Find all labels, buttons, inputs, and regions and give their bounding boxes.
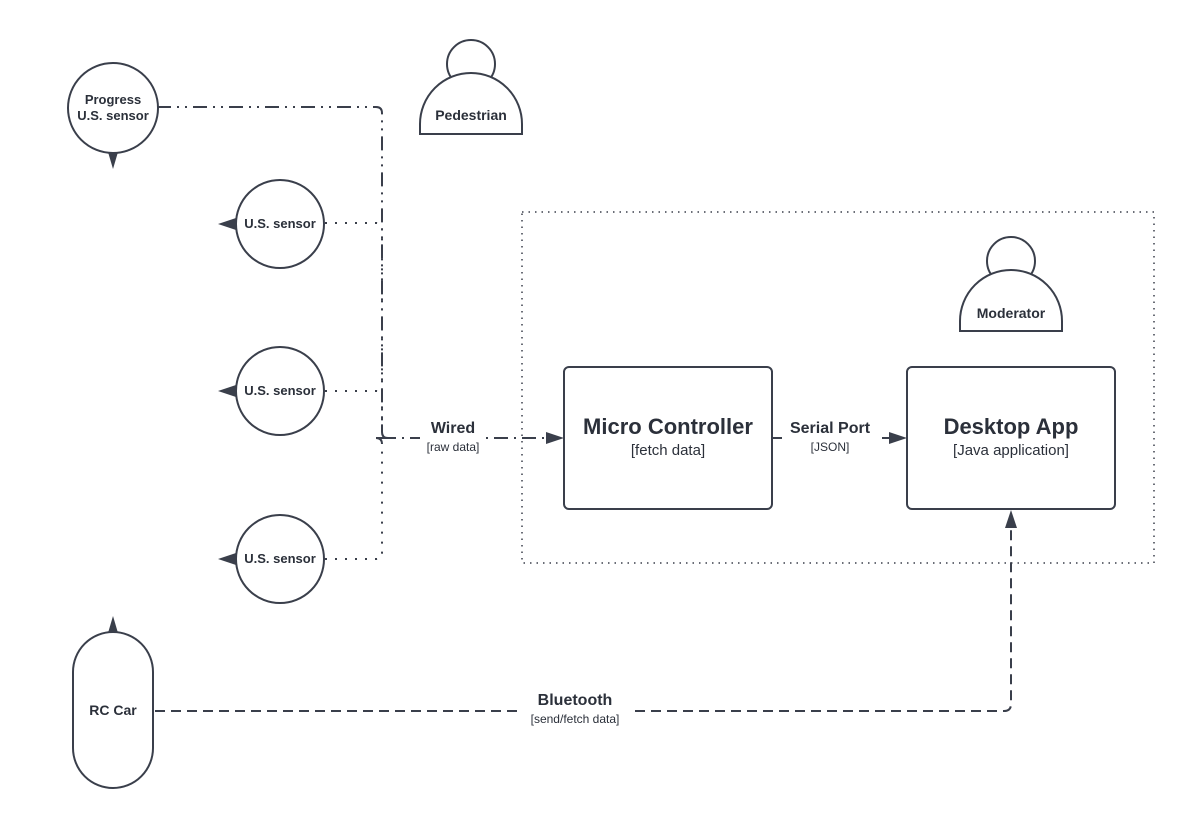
moderator-actor[interactable]: Moderator: [959, 236, 1063, 332]
pedestrian-label: Pedestrian: [435, 107, 507, 123]
bus-sensor-3: [325, 444, 383, 560]
sensor-node-1[interactable]: U.S. sensor: [218, 179, 325, 269]
sensor-2-label: U.S. sensor: [244, 383, 316, 398]
micro-controller-subtitle: [fetch data]: [631, 442, 705, 459]
wired-label: Wired: [431, 420, 475, 437]
serial-sublabel: [JSON]: [811, 440, 850, 454]
bluetooth-sublabel: [send/fetch data]: [531, 712, 620, 726]
bus-sensor-1: [325, 222, 383, 432]
sensor-3-label: U.S. sensor: [244, 551, 316, 566]
rc-car-node[interactable]: RC Car: [72, 616, 154, 789]
serial-edge-label: Serial Port [JSON]: [782, 416, 878, 456]
bluetooth-label: Bluetooth: [538, 692, 613, 709]
serial-arrowhead: [889, 432, 907, 444]
micro-controller-title: Micro Controller: [583, 414, 753, 439]
sensor-node-3[interactable]: U.S. sensor: [218, 514, 325, 604]
progress-sensor-label-2: U.S. sensor: [77, 108, 149, 123]
wired-arrowhead: [546, 432, 564, 444]
bus-progress: [157, 106, 383, 432]
bluetooth-edge-label: Bluetooth [send/fetch data]: [520, 688, 630, 728]
bluetooth-connector: [155, 528, 1012, 712]
progress-sensor-label-1: Progress: [85, 92, 141, 107]
pedestrian-actor[interactable]: Pedestrian: [419, 39, 523, 135]
sensor-1-label: U.S. sensor: [244, 216, 316, 231]
desktop-app-title: Desktop App: [944, 414, 1079, 439]
serial-label: Serial Port: [790, 420, 871, 437]
moderator-label: Moderator: [977, 305, 1046, 321]
system-boundary: [521, 211, 1155, 564]
micro-controller-box[interactable]: Micro Controller [fetch data]: [563, 366, 773, 510]
desktop-app-subtitle: [Java application]: [953, 442, 1069, 459]
wired-edge-label: Wired [raw data]: [420, 416, 486, 456]
bluetooth-arrowhead: [1005, 510, 1017, 528]
progress-sensor-node[interactable]: Progress U.S. sensor: [67, 62, 159, 169]
bus-sensor-2: [325, 390, 383, 432]
sensor-bus: [157, 106, 389, 560]
sensor-node-2[interactable]: U.S. sensor: [218, 346, 325, 436]
rc-car-label: RC Car: [89, 702, 137, 718]
wired-sublabel: [raw data]: [427, 440, 480, 454]
desktop-app-box[interactable]: Desktop App [Java application]: [906, 366, 1116, 510]
